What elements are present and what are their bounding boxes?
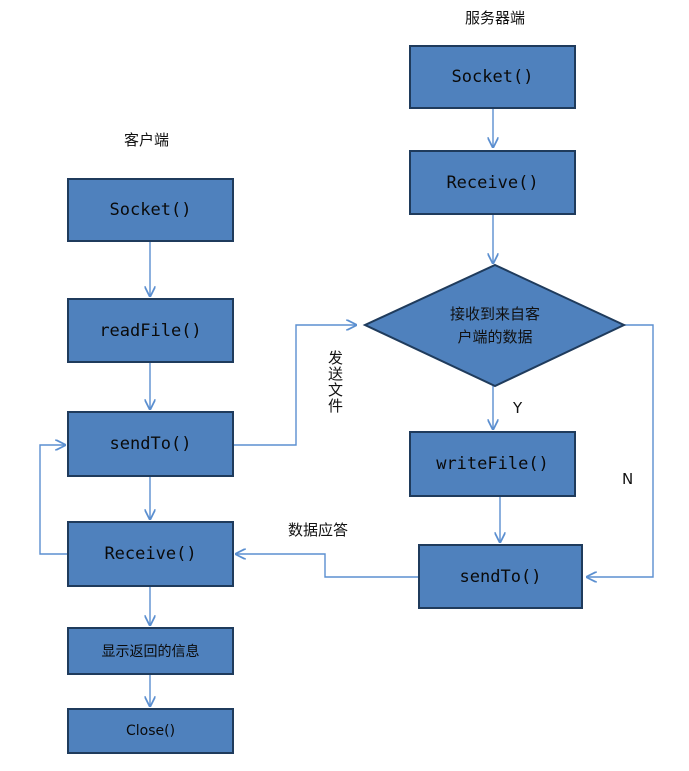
client-display-box: 显示返回的信息 (67, 627, 234, 675)
server-sendto-box: sendTo() (418, 544, 583, 609)
server-title: 服务器端 (465, 9, 526, 27)
decision-diamond (362, 263, 627, 388)
client-receive-box: Receive() (67, 521, 234, 587)
client-title: 客户端 (124, 131, 170, 149)
client-socket-box: Socket() (67, 178, 234, 242)
client-sendto-box: sendTo() (67, 411, 234, 477)
arrow-client-loop (39, 445, 67, 555)
client-close-box: Close() (67, 708, 234, 754)
decision-label-line1: 接收到来自客 (449, 305, 540, 323)
server-receive-box: Receive() (409, 150, 576, 215)
arrow-send-file (234, 325, 356, 446)
arrow-data-response (236, 554, 418, 578)
server-writefile-box: writeFile() (409, 431, 576, 497)
data-response-label: 数据应答 (288, 521, 349, 539)
yes-label: Y (513, 399, 523, 417)
send-file-label: 发送文件 (326, 350, 344, 414)
no-label: N (622, 470, 634, 488)
server-socket-box: Socket() (409, 45, 576, 109)
arrow-decision-no (587, 324, 654, 577)
client-readfile-box: readFile() (67, 298, 234, 363)
decision-label-line2: 户端的数据 (457, 328, 533, 346)
decision-label: 接收到来自客 户端的数据 (420, 303, 570, 349)
